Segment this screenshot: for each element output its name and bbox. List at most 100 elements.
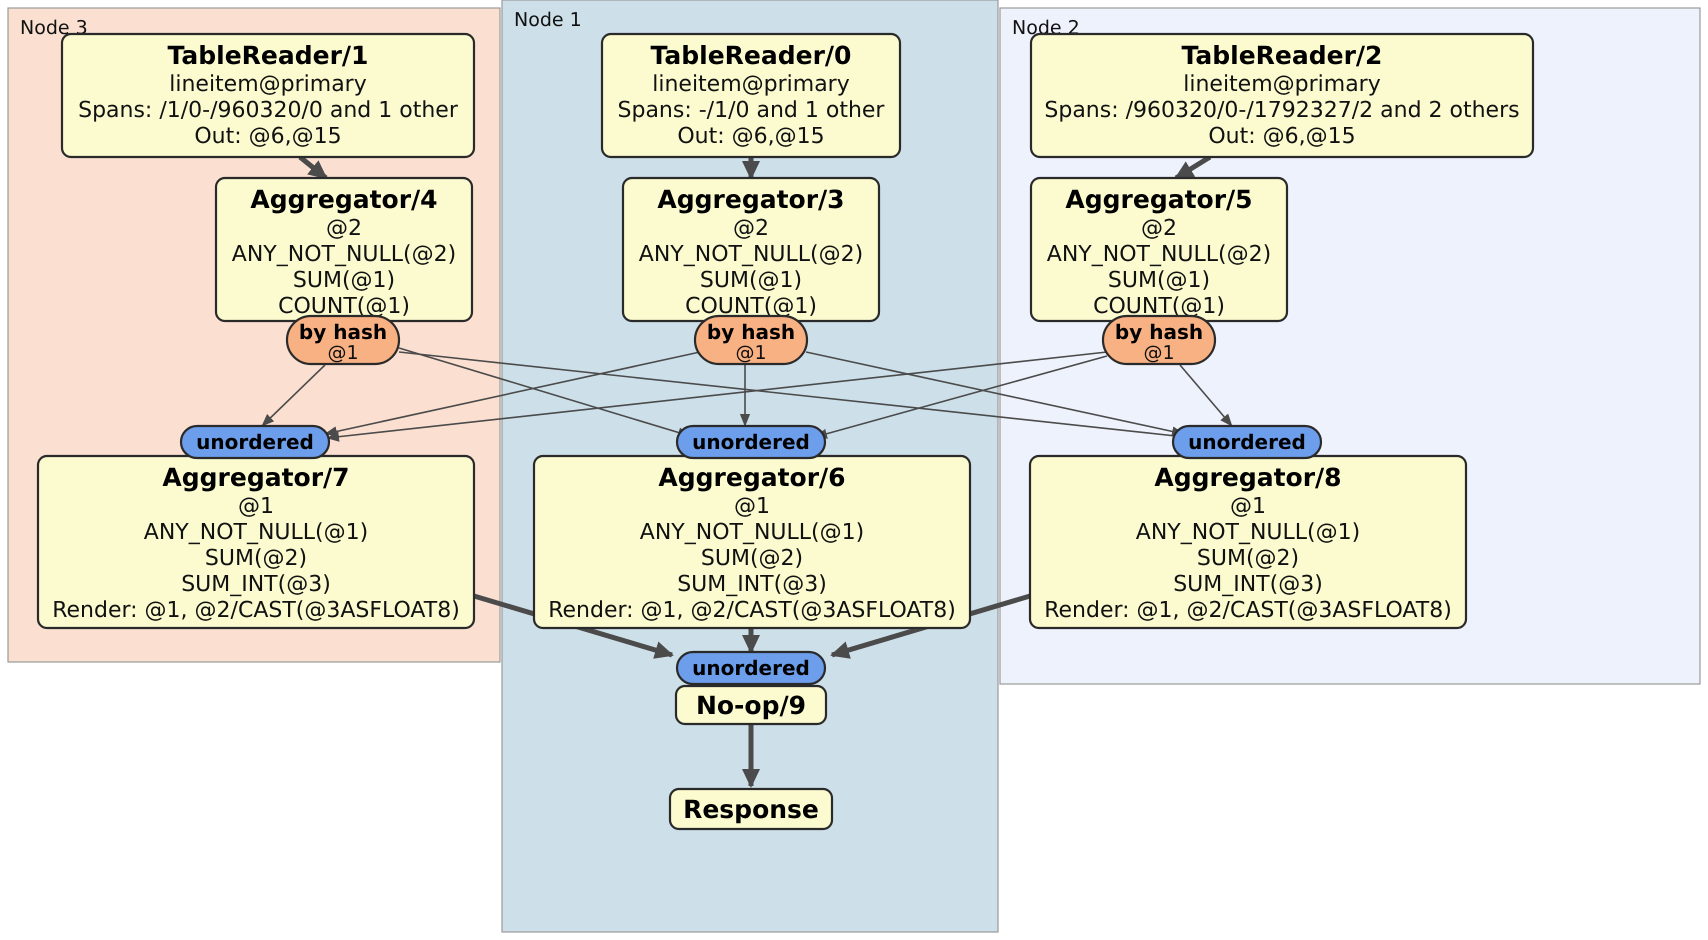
processor-detail-line: ANY_NOT_NULL(@1) (144, 520, 368, 545)
processor-aggregator8[interactable]: Aggregator/8@1ANY_NOT_NULL(@1)SUM(@2)SUM… (1028, 454, 1468, 630)
processor-detail-line: @2 (326, 216, 362, 241)
processor-detail-line: Spans: -/1/0 and 1 other (618, 98, 886, 123)
processor-title: TableReader/1 (168, 41, 369, 70)
processor-detail-line: @1 (734, 494, 770, 519)
processor-title: Aggregator/3 (657, 185, 844, 214)
badge-hash5[interactable]: by hash@1 (1101, 314, 1217, 366)
badge-label: unordered (196, 430, 314, 454)
processor-detail-line: lineitem@primary (169, 72, 367, 97)
processor-detail-line: ANY_NOT_NULL(@1) (640, 520, 864, 545)
badge-label: unordered (692, 656, 810, 680)
processor-detail-line: @2 (1141, 216, 1177, 241)
processor-box[interactable] (60, 32, 476, 159)
edge-hash5-unordered8 (1179, 364, 1233, 427)
hash-badge-shape[interactable] (285, 314, 401, 366)
processor-title: No-op/9 (696, 691, 806, 720)
processor-box[interactable] (668, 787, 834, 831)
processor-aggregator4[interactable]: Aggregator/4@2ANY_NOT_NULL(@2)SUM(@1)COU… (214, 176, 474, 323)
unordered-badge-shape[interactable] (675, 650, 827, 686)
processor-detail-line: Render: @1, @2/CAST(@3ASFLOAT8) (52, 598, 460, 623)
processor-aggregator5[interactable]: Aggregator/5@2ANY_NOT_NULL(@2)SUM(@1)COU… (1029, 176, 1289, 323)
unordered-badge-shape[interactable] (1171, 424, 1323, 460)
processor-detail-line: SUM(@2) (205, 546, 307, 571)
processor-title: Response (683, 795, 819, 824)
hash-badge-shape[interactable] (693, 314, 809, 366)
processor-detail-line: Out: @6,@15 (677, 124, 824, 149)
processor-detail-line: Out: @6,@15 (194, 124, 341, 149)
processor-detail-line: SUM(@2) (701, 546, 803, 571)
badge-hash3[interactable]: by hash@1 (693, 314, 809, 366)
processor-detail-line: SUM_INT(@3) (181, 572, 331, 597)
unordered-badge-shape[interactable] (675, 424, 827, 460)
badge-unordered9[interactable]: unordered (675, 650, 827, 686)
processor-title: Aggregator/7 (162, 463, 349, 492)
badge-label: by hash (1115, 320, 1203, 344)
processor-detail-line: SUM(@1) (293, 268, 395, 293)
processor-box[interactable] (674, 684, 828, 726)
processor-detail-line: SUM_INT(@3) (677, 572, 827, 597)
edge-tr1-agg4 (298, 155, 328, 180)
badge-label: unordered (692, 430, 810, 454)
node-panel-label: Node 1 (514, 9, 582, 31)
processor-box[interactable] (1029, 32, 1535, 159)
processor-detail-line: @1 (1230, 494, 1266, 519)
edge-hash3-unordered7 (324, 351, 701, 437)
edge-hash3-unordered8 (805, 351, 1185, 437)
processor-box[interactable] (600, 32, 902, 159)
processor-aggregator7[interactable]: Aggregator/7@1ANY_NOT_NULL(@1)SUM(@2)SUM… (36, 454, 476, 630)
badge-sublabel: @1 (735, 342, 766, 364)
badge-unordered7[interactable]: unordered (179, 424, 331, 460)
processor-title: Aggregator/5 (1065, 185, 1252, 214)
processor-title: TableReader/2 (1182, 41, 1383, 70)
processor-detail-line: Spans: /960320/0-/1792327/2 and 2 others (1044, 98, 1519, 123)
processor-response[interactable]: Response (668, 787, 834, 831)
edge-hash4-unordered6 (398, 347, 691, 438)
processor-detail-line: Render: @1, @2/CAST(@3ASFLOAT8) (548, 598, 956, 623)
processor-detail-line: lineitem@primary (1183, 72, 1381, 97)
processor-detail-line: ANY_NOT_NULL(@2) (639, 242, 863, 267)
processor-detail-line: COUNT(@1) (1093, 294, 1225, 319)
processor-detail-line: SUM(@2) (1197, 546, 1299, 571)
badge-unordered6[interactable]: unordered (675, 424, 827, 460)
processor-detail-line: @1 (238, 494, 274, 519)
badge-unordered8[interactable]: unordered (1171, 424, 1323, 460)
processor-detail-line: lineitem@primary (652, 72, 850, 97)
processor-aggregator6[interactable]: Aggregator/6@1ANY_NOT_NULL(@1)SUM(@2)SUM… (532, 454, 972, 630)
processor-detail-line: Out: @6,@15 (1208, 124, 1355, 149)
badge-label: by hash (299, 320, 387, 344)
processor-detail-line: Render: @1, @2/CAST(@3ASFLOAT8) (1044, 598, 1452, 623)
processor-title: Aggregator/8 (1154, 463, 1341, 492)
processor-detail-line: SUM_INT(@3) (1173, 572, 1323, 597)
hash-badge-shape[interactable] (1101, 314, 1217, 366)
edge-hash4-unordered7 (261, 364, 326, 427)
processor-detail-line: ANY_NOT_NULL(@2) (1047, 242, 1271, 267)
processor-aggregator3[interactable]: Aggregator/3@2ANY_NOT_NULL(@2)SUM(@1)COU… (621, 176, 881, 323)
processor-detail-line: COUNT(@1) (685, 294, 817, 319)
processor-noop9[interactable]: No-op/9 (674, 684, 828, 726)
processor-detail-line: SUM(@1) (700, 268, 802, 293)
processor-detail-line: ANY_NOT_NULL(@1) (1136, 520, 1360, 545)
processor-detail-line: COUNT(@1) (278, 294, 410, 319)
edge-hash5-unordered7 (326, 351, 1108, 442)
edge-hash4-unordered8 (398, 351, 1186, 441)
processor-title: Aggregator/6 (658, 463, 845, 492)
badge-hash4[interactable]: by hash@1 (285, 314, 401, 366)
processor-detail-line: ANY_NOT_NULL(@2) (232, 242, 456, 267)
processor-detail-line: SUM(@1) (1108, 268, 1210, 293)
edge-tr2-agg5 (1174, 154, 1212, 181)
processor-title: Aggregator/4 (250, 185, 437, 214)
badge-label: unordered (1188, 430, 1306, 454)
badge-sublabel: @1 (327, 342, 358, 364)
processor-detail-line: Spans: /1/0-/960320/0 and 1 other (78, 98, 459, 123)
processor-title: TableReader/0 (651, 41, 852, 70)
badge-label: by hash (707, 320, 795, 344)
badge-sublabel: @1 (1143, 342, 1174, 364)
unordered-badge-shape[interactable] (179, 424, 331, 460)
